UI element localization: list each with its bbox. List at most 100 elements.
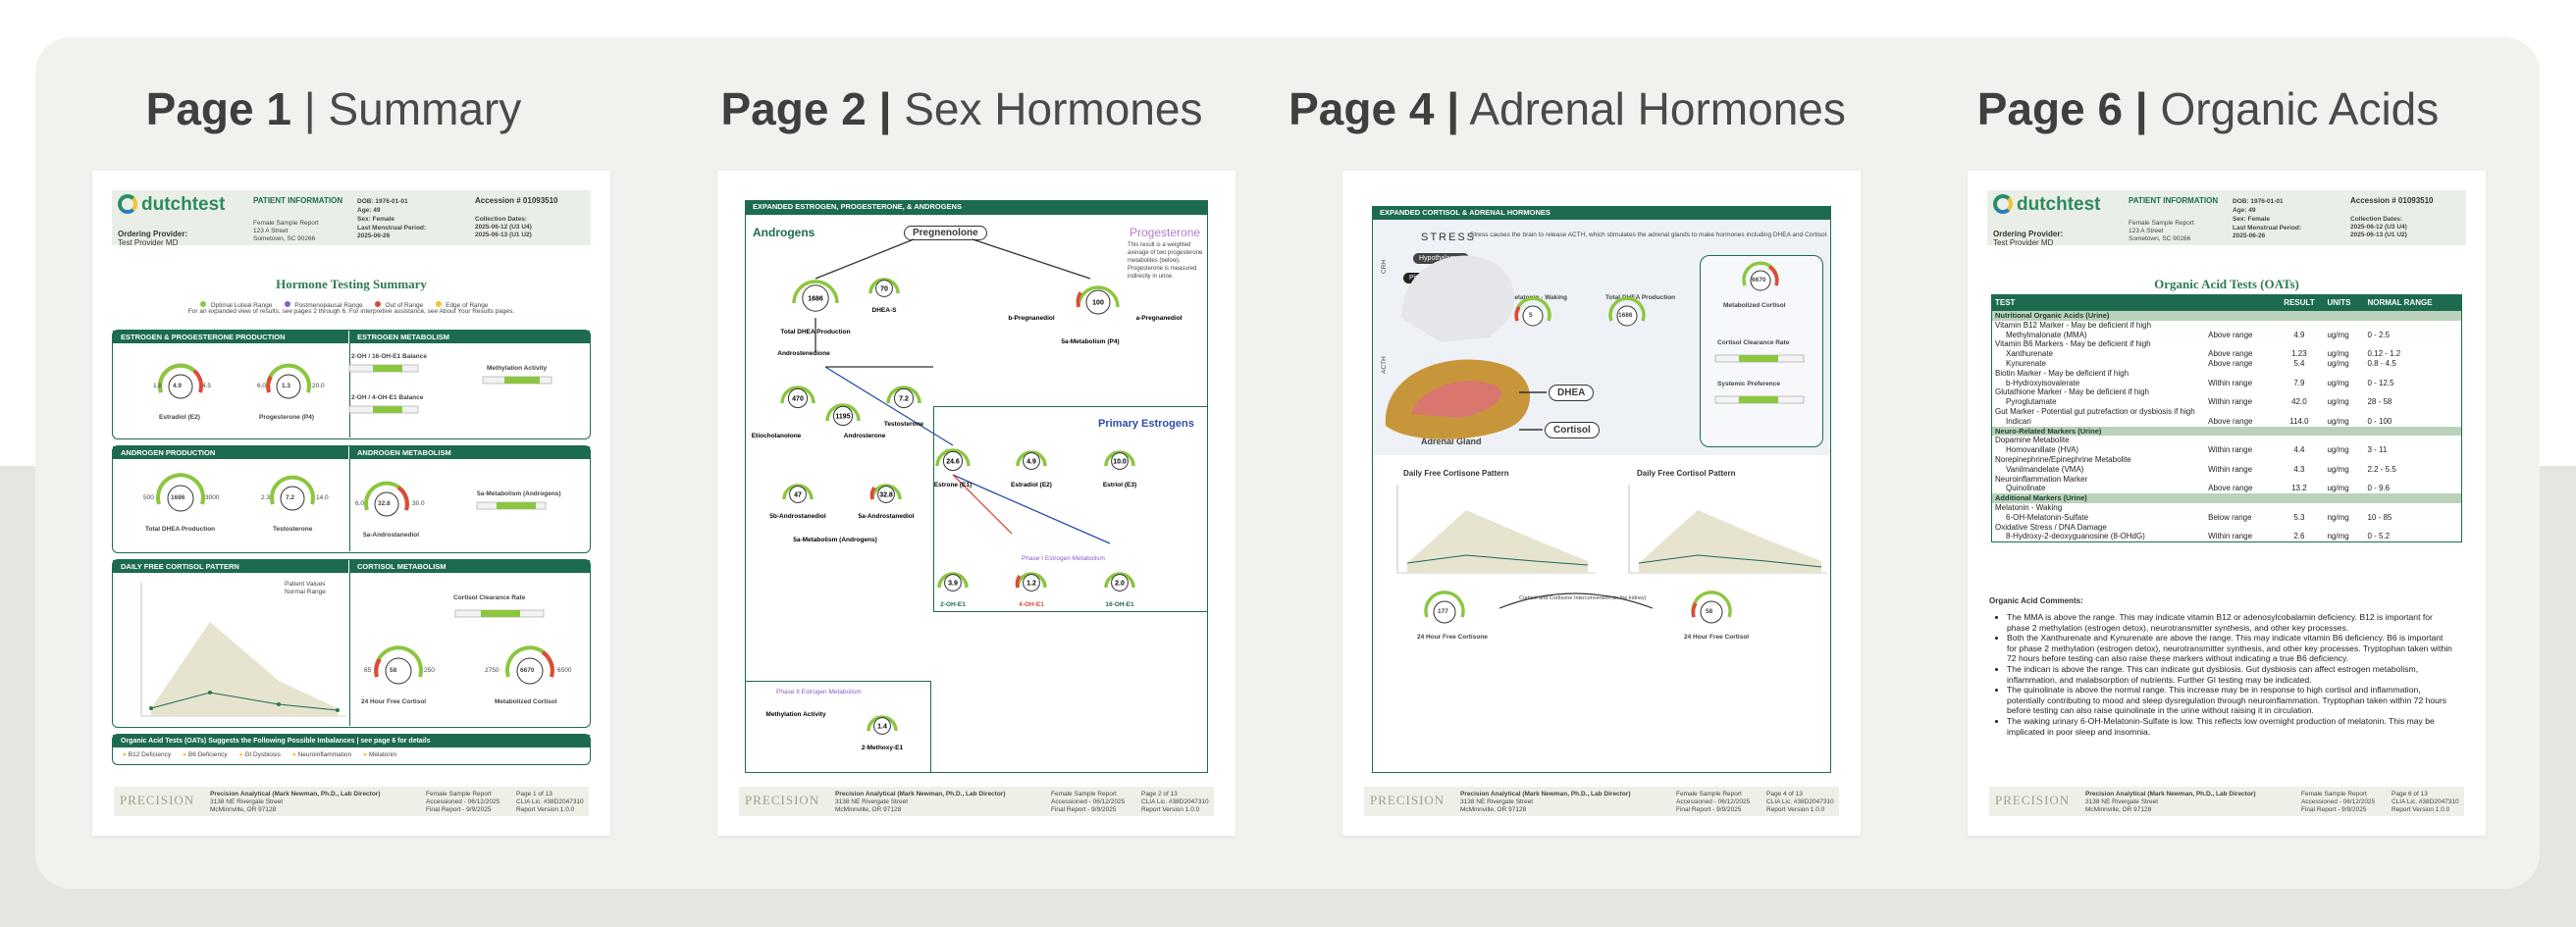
five-a-title: 5a-Metabolism (Androgens) <box>477 490 561 497</box>
test-name: Indican <box>2006 416 2031 426</box>
gauge-value: 10.0 <box>1113 459 1127 466</box>
patient-info-title: PATIENT INFORMATION <box>2129 196 2219 205</box>
table-row: Vitamin B12 Marker - May be deficient if… <box>1992 321 2461 331</box>
test-result: 2.6 <box>2293 532 2305 541</box>
androstanediol-high: 30.0 <box>412 500 425 507</box>
precision-logo: PRECISION <box>1370 793 1446 807</box>
section-label: Additional Markers (Urine) <box>1992 493 2461 503</box>
test-name: Kynurenate <box>2006 358 2046 368</box>
stress-note: Stress causes the brain to release ACTH,… <box>1470 232 1828 238</box>
gauge-value: 24.6 <box>946 459 960 466</box>
test-status: Above range <box>2208 358 2253 368</box>
test-result: 5.3 <box>2293 512 2305 522</box>
table-row: Neuro-Related Markers (Urine) <box>1992 426 2461 437</box>
report-page-adrenal[interactable]: EXPANDED CORTISOL & ADRENAL HORMONES Str… <box>1342 171 1861 836</box>
oat-item: ● B12 Deficiency <box>123 751 172 758</box>
gauge-androstanediol <box>364 481 409 517</box>
oh2-label: 2-OH-E1 <box>940 601 966 608</box>
page-title-light: | Summary <box>303 83 522 134</box>
test-units: ug/mg <box>2327 330 2349 339</box>
table-row: Dopamine Metabolite <box>1992 436 2461 445</box>
test-result: 42.0 <box>2291 397 2307 407</box>
gauge-cortisone-24 <box>1424 591 1465 624</box>
test-result: 114.0 <box>2289 416 2309 426</box>
metab-cortisol-low: 2750 <box>485 667 499 674</box>
primary-estrogens-title: Primary Estrogens <box>1098 418 1194 430</box>
gauge-2oh: 3.9 <box>937 572 969 592</box>
footer-clia: CLIA Lic. #38D2047310 <box>1766 798 1834 805</box>
test-range: 0 - 9.6 <box>2367 484 2391 493</box>
estriol-label: Estriol (E3) <box>1103 482 1136 489</box>
mini-cortisol-chart <box>140 583 345 717</box>
section-divider <box>349 459 350 551</box>
oh16-label: 16-OH-E1 <box>1105 601 1134 608</box>
test-units: ug/mg <box>2327 484 2349 493</box>
page-title-bold: Page 1 <box>145 83 291 134</box>
oh4-title: 2-OH / 4-OH-E1 Balance <box>351 394 424 401</box>
phase2-box <box>745 681 931 773</box>
report-page-organic-acids[interactable]: dutchtest Ordering Provider: Test Provid… <box>1968 171 2486 836</box>
table-row: Gut Marker - Potential gut putrefaction … <box>1992 407 2461 417</box>
test-result: 5.4 <box>2293 358 2305 368</box>
footer-report: Female Sample Report <box>1676 791 1742 798</box>
test-range: 0 - 5.2 <box>2367 532 2391 541</box>
test-units: ug/mg <box>2327 358 2349 368</box>
legend-optimal: Optimal Luteal Range <box>210 302 273 309</box>
report-page-sex-hormones[interactable]: EXPANDED ESTROGEN, PROGESTERONE, & ANDRO… <box>717 171 1235 836</box>
metab-value: 6670 <box>1752 277 1766 283</box>
gauge-value: 2.0 <box>1115 581 1125 588</box>
footer-final: Final Report - 9/9/2025 <box>1051 806 1117 813</box>
test-name: Quinolinate <box>2006 484 2046 493</box>
group-label: Biotin Marker - May be deficient if high <box>1995 368 2129 378</box>
arrow-estrone-red <box>952 474 1013 535</box>
estradiol-label: Estradiol (E2) <box>1011 482 1052 489</box>
test-range: 3 - 11 <box>2367 445 2388 455</box>
progesterone-low: 6.0 <box>257 383 267 389</box>
test-name: Pyroglutamate <box>2006 397 2057 407</box>
cortisol-clearance-title: Cortisol Clearance Rate <box>453 594 526 601</box>
precision-logo: PRECISION <box>1995 793 2071 807</box>
progesterone-title: Progesterone <box>1130 226 1201 239</box>
gauge-value: 1195 <box>835 414 850 421</box>
oat-item-label: GI Dysbiosis <box>244 751 281 758</box>
legend-postmenopausal-icon <box>284 301 290 307</box>
table-row: Norepinephrine/Epinephrine Metabolite <box>1992 455 2461 465</box>
gauge-5a-androstanediol: 32.8 <box>869 484 902 503</box>
test-status: Within range <box>2208 445 2253 455</box>
lmp-label: Last Menstrual Period: <box>2233 225 2302 232</box>
gauge-adrenal-metab <box>1742 261 1779 291</box>
test-range: 28 - 58 <box>2367 397 2392 407</box>
estrone-label: Estrone (E1) <box>934 482 972 489</box>
patient-line-1: Female Sample Report <box>2129 220 2194 227</box>
group-label: Oxidative Stress / DNA Damage <box>1995 522 2107 532</box>
gauge-value: 70 <box>880 286 888 293</box>
adrenal-gland-shape <box>1385 359 1531 439</box>
test-units: ug/mg <box>2327 445 2349 455</box>
dhea-label: Total DHEA Production <box>145 526 216 533</box>
androsterone-label: Androsterone <box>844 433 886 439</box>
footer-report: Female Sample Report <box>426 791 492 798</box>
footer-final: Final Report - 9/9/2025 <box>2301 806 2367 813</box>
logo-text: dutchtest <box>141 194 226 215</box>
oat-item: ● Melatonin <box>363 751 397 758</box>
dhea-value: 1686 <box>1618 312 1633 319</box>
daily-cortisone-title: Daily Free Cortisone Pattern <box>1403 469 1509 478</box>
section-header-cortisol-metabolism: CORTISOL METABOLISM <box>349 560 590 573</box>
footer-report: Female Sample Report <box>1051 791 1117 798</box>
table-row: 8-Hydroxy-2-deoxyguanosine (8-OHdG)Withi… <box>1992 532 2461 541</box>
footer-city: McMinnville, OR 97128 <box>1460 806 1527 813</box>
gauge-progesterone <box>266 363 311 399</box>
collection-2: 2025-06-13 (U1 U2) <box>2350 232 2407 238</box>
legend-postmenopausal: Postmenopausal Range <box>294 302 363 309</box>
gauge-adrenal-dhea <box>1608 296 1646 327</box>
gauge-dhea <box>156 473 205 512</box>
oat-banner: Organic Acid Tests (OATs) Suggests the F… <box>112 734 591 765</box>
report-page-summary[interactable]: dutchtest Ordering Provider: Test Provid… <box>92 171 610 836</box>
patient-header <box>112 190 591 245</box>
footer-accessioned: Accessioned - 06/12/2025 <box>1051 798 1126 805</box>
group-label: Vitamin B12 Marker - May be deficient if… <box>1995 320 2152 330</box>
footer-version: Report Version 1.0.0 <box>2392 806 2450 813</box>
